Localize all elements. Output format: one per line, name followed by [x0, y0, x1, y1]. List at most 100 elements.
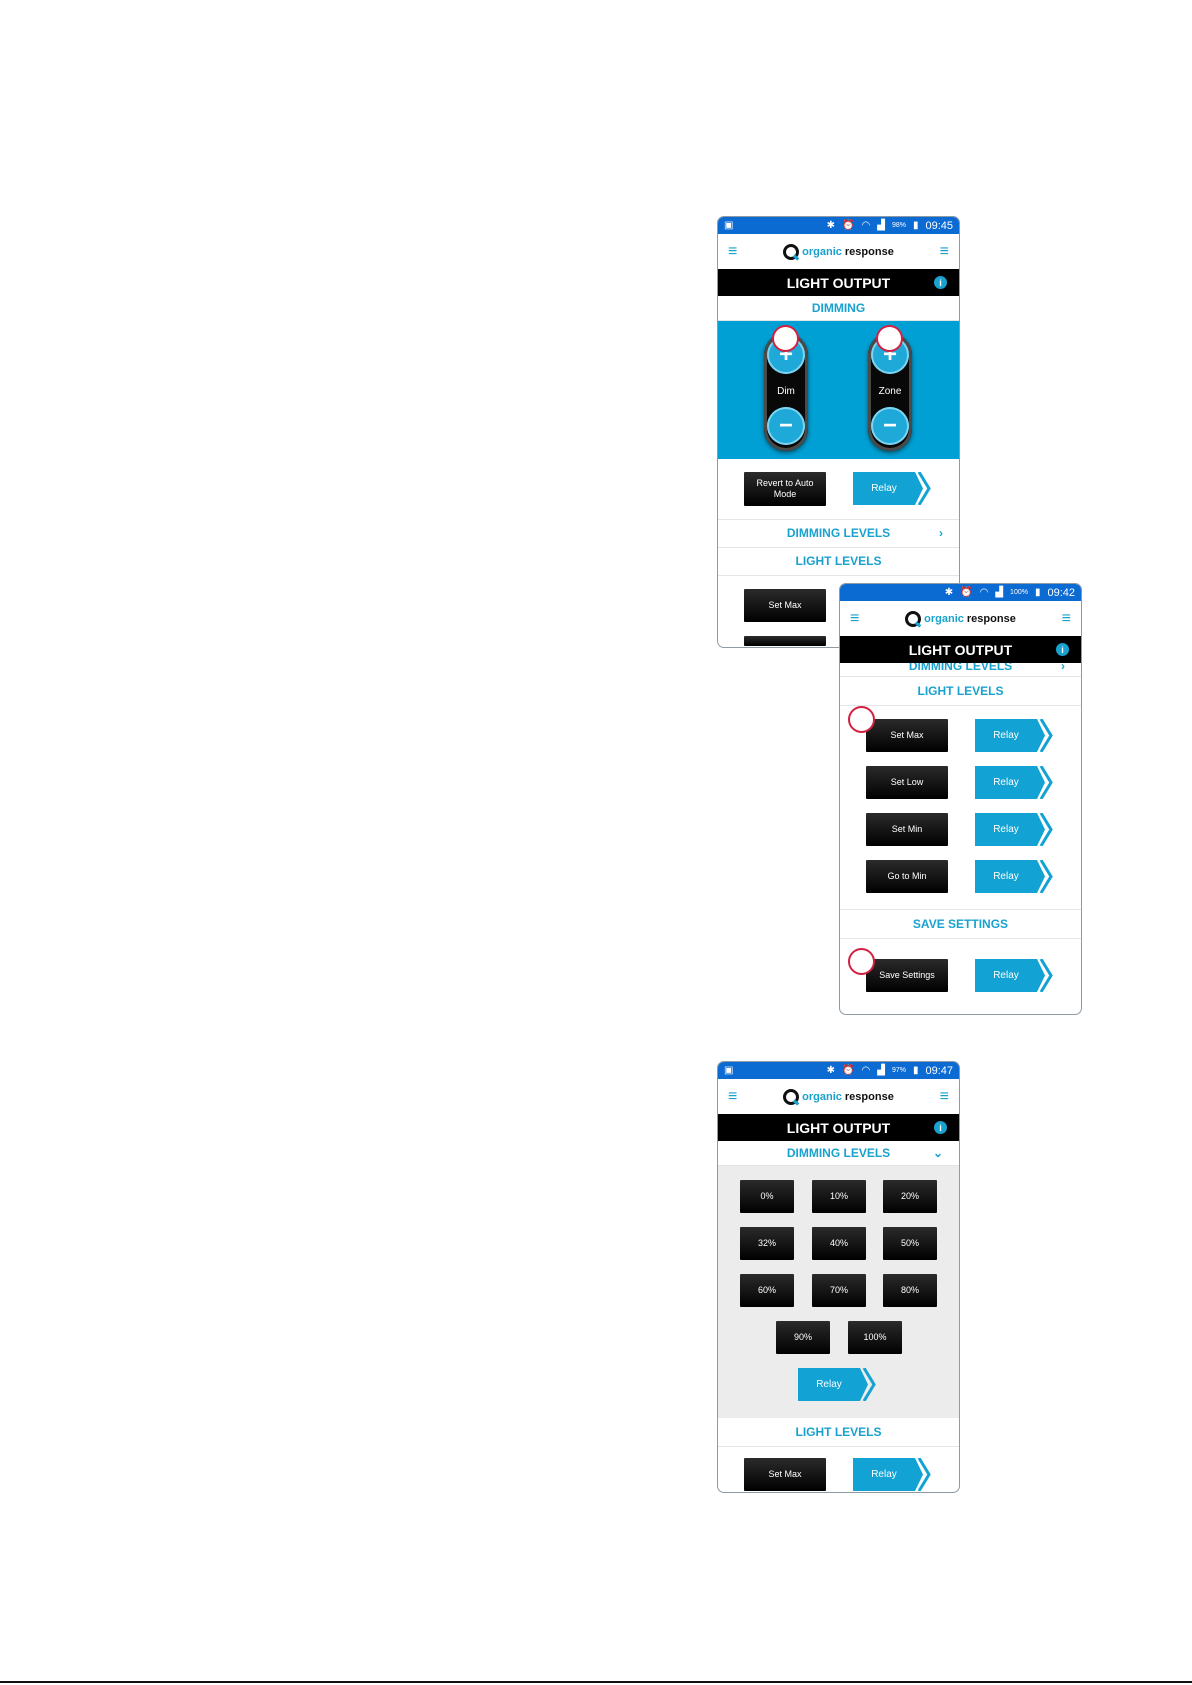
level-80-button[interactable]: 80% [883, 1274, 937, 1307]
page-title: LIGHT OUTPUT i [718, 269, 959, 296]
alarm-icon: ⏰ [842, 1064, 855, 1076]
set-min-button[interactable]: Set Min [866, 813, 948, 846]
bluetooth-icon: ✱ [944, 586, 954, 598]
battery-icon: ▮ [912, 219, 919, 231]
level-40-button[interactable]: 40% [812, 1227, 866, 1260]
light-levels-header: LIGHT LEVELS [718, 1418, 959, 1447]
mode-row: Revert to Auto Mode Relay [718, 459, 959, 520]
options-menu-icon[interactable]: ≡ [939, 1087, 949, 1105]
info-icon[interactable]: i [934, 276, 947, 289]
wifi-icon: ◠ [861, 1064, 871, 1076]
organic-response-logo: organic response [783, 1088, 894, 1105]
zone-label: Zone [878, 386, 902, 397]
clock: 09:42 [1047, 586, 1075, 599]
clock: 09:45 [925, 219, 953, 232]
relay-button-set-max[interactable] [975, 719, 1055, 752]
level-90-button[interactable]: 90% [776, 1321, 830, 1354]
clock: 09:47 [925, 1064, 953, 1077]
phone-screen-dimming-levels: ▣ ✱ ⏰ ◠ ▟ 97% ▮ 09:47 ≡ organic response… [717, 1061, 960, 1493]
relay-button-set-max[interactable] [853, 1458, 933, 1491]
info-icon[interactable]: i [934, 1121, 947, 1134]
app-header: ≡ organic response ≡ [718, 1079, 959, 1114]
battery-percent: 97% [891, 1067, 906, 1074]
menu-icon[interactable]: ≡ [728, 242, 738, 260]
light-levels-header: LIGHT LEVELS [840, 677, 1081, 706]
relay-button-set-low[interactable] [975, 766, 1055, 799]
logo-mark-icon [783, 243, 800, 260]
set-max-button[interactable]: Set Max [744, 589, 826, 622]
status-bar: ▣ ✱ ⏰ ◠ ▟ 97% ▮ 09:47 [718, 1062, 959, 1079]
dim-label: Dim [777, 386, 795, 397]
options-menu-icon[interactable]: ≡ [939, 242, 949, 260]
relay-button-save[interactable] [975, 959, 1055, 992]
page-title: LIGHT OUTPUT i [718, 1114, 959, 1141]
set-max-button[interactable]: Set Max [866, 719, 948, 752]
relay-button[interactable] [853, 472, 933, 505]
relay-label: Relay [993, 970, 1019, 981]
level-0-button[interactable]: 0% [740, 1180, 794, 1213]
dimming-panel: + Dim − + Zone − [718, 321, 959, 459]
relay-label: Relay [993, 730, 1019, 741]
level-32-button[interactable]: 32% [740, 1227, 794, 1260]
dimming-levels-header[interactable]: DIMMING LEVELS › [718, 520, 959, 548]
level-70-button[interactable]: 70% [812, 1274, 866, 1307]
gallery-icon: ▣ [724, 219, 734, 231]
set-max-button[interactable]: Set Max [744, 1458, 826, 1491]
dimming-levels-header[interactable]: DIMMING LEVELS ⌄ [718, 1141, 959, 1166]
save-settings-header: SAVE SETTINGS [840, 910, 1081, 939]
app-header: ≡ organic response ≡ [840, 601, 1081, 636]
alarm-icon: ⏰ [842, 219, 855, 231]
relay-label: Relay [993, 824, 1019, 835]
zone-control: + Zone − [868, 333, 912, 451]
dim-minus-button[interactable]: − [767, 407, 805, 445]
dimming-levels-grid: 0% 10% 20% 32% 40% 50% 60% 70% 80% 90% 1… [718, 1166, 959, 1418]
battery-icon: ▮ [912, 1064, 919, 1076]
save-settings-row: Save Settings Relay [840, 939, 1081, 1009]
status-bar: ▣ ✱ ⏰ ◠ ▟ 98% ▮ 09:45 [718, 217, 959, 234]
bluetooth-icon: ✱ [826, 1064, 836, 1076]
battery-percent: 98% [891, 222, 906, 229]
level-20-button[interactable]: 20% [883, 1180, 937, 1213]
relay-button-set-min[interactable] [975, 813, 1055, 846]
options-menu-icon[interactable]: ≡ [1061, 609, 1071, 627]
signal-icon: ▟ [877, 219, 885, 231]
callout-dim [772, 325, 799, 352]
relay-button-levels[interactable] [798, 1368, 878, 1401]
page-title: LIGHT OUTPUT i [840, 636, 1081, 663]
level-10-button[interactable]: 10% [812, 1180, 866, 1213]
save-settings-button[interactable]: Save Settings [866, 959, 948, 992]
wifi-icon: ◠ [979, 586, 989, 598]
organic-response-logo: organic response [905, 610, 1016, 627]
relay-button-go-to-min[interactable] [975, 860, 1055, 893]
menu-icon[interactable]: ≡ [850, 609, 860, 627]
phone-screen-light-levels: ✱ ⏰ ◠ ▟ 100% ▮ 09:42 ≡ organic response … [839, 583, 1082, 1015]
callout-light-levels [848, 706, 875, 733]
relay-label: Relay [993, 871, 1019, 882]
info-icon[interactable]: i [1056, 643, 1069, 656]
light-levels-row: Set Max Relay [718, 1447, 959, 1492]
callout-zone [876, 325, 903, 352]
revert-auto-mode-button[interactable]: Revert to Auto Mode [744, 472, 826, 506]
level-50-button[interactable]: 50% [883, 1227, 937, 1260]
relay-label: Relay [871, 1469, 897, 1480]
relay-label: Relay [993, 777, 1019, 788]
next-button-partial[interactable] [744, 636, 826, 646]
organic-response-logo: organic response [783, 243, 894, 260]
status-bar: ✱ ⏰ ◠ ▟ 100% ▮ 09:42 [840, 584, 1081, 601]
chevron-right-icon: › [1061, 663, 1065, 673]
set-low-button[interactable]: Set Low [866, 766, 948, 799]
level-100-button[interactable]: 100% [848, 1321, 902, 1354]
logo-mark-icon [783, 1088, 800, 1105]
zone-minus-button[interactable]: − [871, 407, 909, 445]
gallery-icon: ▣ [724, 1064, 734, 1076]
level-60-button[interactable]: 60% [740, 1274, 794, 1307]
light-levels-header: LIGHT LEVELS [718, 548, 959, 576]
logo-mark-icon [905, 610, 922, 627]
chevron-right-icon: › [939, 526, 943, 540]
phone-screen-dimming: ▣ ✱ ⏰ ◠ ▟ 98% ▮ 09:45 ≡ organic response… [717, 216, 960, 648]
go-to-min-button[interactable]: Go to Min [866, 860, 948, 893]
menu-icon[interactable]: ≡ [728, 1087, 738, 1105]
dimming-levels-header[interactable]: DIMMING LEVELS › [840, 663, 1081, 677]
app-header: ≡ organic response ≡ [718, 234, 959, 269]
light-levels-list: Set Max Relay Set Low Relay Set Min Rela… [840, 706, 1081, 910]
